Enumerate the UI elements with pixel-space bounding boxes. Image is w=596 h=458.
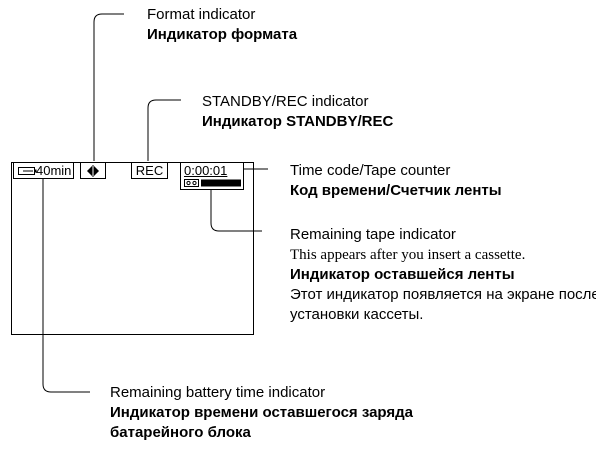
- standby-leader: [147, 99, 181, 161]
- timecode-label-ru: Код времени/Счетчик ленты: [290, 182, 502, 199]
- standby-label-en: STANDBY/REC indicator: [202, 93, 369, 110]
- format-indicator: [80, 162, 106, 179]
- battery-icon: [18, 167, 37, 175]
- timecode-box: 0:00:01: [180, 162, 244, 190]
- rec-text: REC: [135, 163, 164, 178]
- tape-note-ru-1: Этот индикатор появляется на экране посл…: [290, 286, 596, 303]
- standby-label-ru: Индикатор STANDBY/REC: [202, 113, 394, 130]
- battery-label-en: Remaining battery time indicator: [110, 384, 326, 401]
- format-leader: [93, 13, 124, 161]
- battery-leader: [42, 178, 90, 393]
- rec-indicator: REC: [131, 162, 168, 179]
- timecode-text: 0:00:01: [184, 163, 228, 178]
- format-label-ru: Индикатор формата: [147, 26, 298, 43]
- battery-time-text: 40min: [36, 163, 72, 178]
- format-label-en: Format indicator: [147, 6, 256, 23]
- tape-leader: [210, 190, 262, 232]
- battery-label-ru-1: Индикатор времени оставшегося заряда: [110, 404, 414, 421]
- tape-remaining-icon: [184, 179, 241, 187]
- tape-note-ru-2: установки кассеты.: [290, 306, 424, 323]
- battery-indicator: 40min: [13, 162, 74, 179]
- timecode-label-en: Time code/Tape counter: [290, 162, 451, 179]
- tape-note-en: This appears after you insert a cassette…: [290, 247, 526, 263]
- tape-label-ru: Индикатор оставшейся ленты: [290, 266, 515, 283]
- tape-label-en: Remaining tape indicator: [290, 226, 456, 243]
- battery-label-ru-2: батарейного блока: [110, 424, 251, 441]
- format-icon: [87, 165, 99, 177]
